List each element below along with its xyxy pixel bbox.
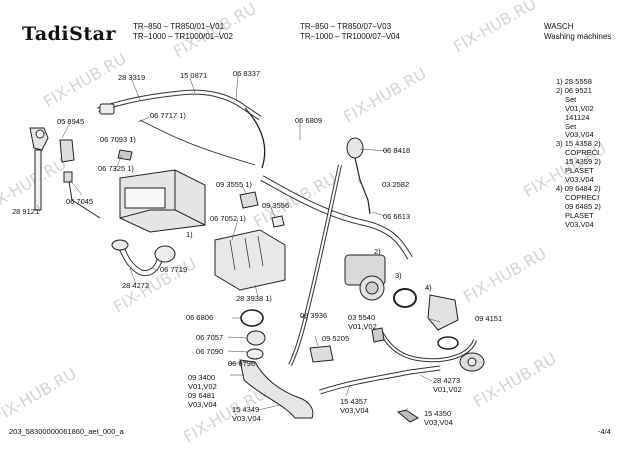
part-label: V03,V04 bbox=[188, 400, 217, 409]
part-label: V01,V02 bbox=[348, 322, 377, 331]
header-model-line: TR–850 – TR850/07–V03 bbox=[300, 22, 392, 31]
part-label: 06 7052 1) bbox=[210, 214, 246, 223]
detergent-drawer bbox=[214, 229, 286, 291]
check-valve bbox=[246, 330, 266, 346]
clamp bbox=[117, 149, 133, 161]
part-label: V03,V04 bbox=[424, 418, 453, 427]
part-label: 06 7057 bbox=[196, 333, 224, 342]
part-label: 4) bbox=[425, 283, 432, 292]
part-label: 15 4350 bbox=[424, 409, 452, 418]
part-label: 09 3555 1) bbox=[216, 180, 252, 189]
legend-line: 141124 bbox=[565, 112, 590, 122]
footer-doc-id: 203_58300000061860_aet_000_a bbox=[9, 427, 124, 436]
part-label: 06 7093 1) bbox=[100, 135, 136, 144]
heater-clip bbox=[371, 327, 385, 343]
part-label: 06 7090 bbox=[196, 347, 224, 356]
part-label: 06 6806 bbox=[186, 313, 214, 322]
part-label: 15 4357 bbox=[340, 397, 368, 406]
legend-line: 15 4359 2) bbox=[565, 157, 601, 167]
legend-line: 2) 06 9521 bbox=[556, 85, 592, 95]
part-label: 28 4272 bbox=[122, 281, 150, 290]
legend-line: V03,V04 bbox=[565, 219, 594, 229]
header-model-line: TR–1000 – TR1000/01–V02 bbox=[133, 32, 233, 41]
part-label: 09 6481 bbox=[188, 391, 216, 400]
part-label: 09 4151 bbox=[475, 314, 503, 323]
screw bbox=[396, 409, 419, 423]
pump-filter bbox=[427, 294, 459, 331]
part-label: 06 6613 bbox=[383, 212, 411, 221]
part-label: 03 2582 bbox=[382, 180, 410, 189]
part-label: 28 3938 1) bbox=[236, 294, 272, 303]
legend-line: PLASET bbox=[565, 166, 594, 176]
part-label: 05 8945 bbox=[57, 117, 85, 126]
part-label: 09 3556 bbox=[262, 201, 290, 210]
part-label: V03,V04 bbox=[340, 406, 369, 415]
part-label: 06 7045 bbox=[66, 197, 94, 206]
brand-logo: TadiStar bbox=[22, 23, 116, 45]
legend-line: PLASET bbox=[565, 210, 594, 220]
part-label: 3) bbox=[395, 271, 402, 280]
part-label: 2) bbox=[374, 247, 381, 256]
part-label: 1) bbox=[186, 230, 193, 239]
ground-cable bbox=[244, 107, 266, 169]
legend-line: 3) 15 4358 2) bbox=[556, 139, 601, 149]
ball-valve bbox=[246, 348, 264, 360]
part-label: 06 6809 bbox=[295, 116, 323, 125]
legend-line: V01,V02 bbox=[565, 103, 594, 113]
legend-line: COPRECI bbox=[565, 148, 600, 158]
legend-line: 1) 28 5558 bbox=[556, 77, 592, 86]
hose-connector-small bbox=[309, 345, 334, 363]
part-label: 09 5205 bbox=[322, 334, 350, 343]
part-label: V01,V02 bbox=[188, 382, 217, 391]
header-models-col2: TR–850 – TR850/07–V03 TR–1000 – TR1000/0… bbox=[300, 22, 400, 42]
hose-connector bbox=[99, 103, 115, 115]
wire bbox=[139, 119, 256, 166]
header-models-col1: TR–850 – TR850/01–V01 TR–1000 – TR1000/0… bbox=[133, 22, 233, 42]
header-category: WASCH Washing machines bbox=[544, 22, 611, 42]
header-model-line: TR–1000 – TR1000/07–V04 bbox=[300, 32, 400, 41]
pressure-switch bbox=[346, 137, 364, 159]
category-de: WASCH bbox=[544, 22, 574, 31]
part-label: 06 7717 1) bbox=[150, 111, 186, 120]
part-label: 06 8418 bbox=[383, 146, 411, 155]
category-en: Washing machines bbox=[544, 32, 612, 41]
part-label: 15 0871 bbox=[180, 71, 208, 80]
part-label: V01,V02 bbox=[433, 385, 462, 394]
legend-line: V03,V04 bbox=[565, 174, 594, 184]
header-model-line: TR–850 – TR850/01–V01 bbox=[133, 22, 225, 31]
legend-line: 4) 09 6484 2) bbox=[556, 183, 601, 193]
legend: 1) 28 5558 2) 06 9521 Set V01,V02 141124… bbox=[556, 77, 601, 229]
part-label: V03,V04 bbox=[232, 414, 261, 423]
part-label: 06 7325 1) bbox=[98, 164, 134, 173]
part-label: 09 3400 bbox=[188, 373, 216, 382]
footer-page-number: -4/4 bbox=[598, 427, 611, 436]
legend-line: Set bbox=[565, 121, 577, 131]
valve-hose bbox=[34, 149, 42, 211]
seal-ring bbox=[393, 288, 417, 308]
pressure-tube bbox=[354, 157, 371, 215]
part-label: 03 5540 bbox=[348, 313, 376, 322]
solenoid-valve bbox=[59, 139, 75, 163]
legend-line: Set bbox=[565, 94, 577, 104]
part-label: 06 8337 bbox=[233, 69, 261, 78]
part-label: 28 9121 bbox=[12, 207, 40, 216]
sump-seal bbox=[240, 309, 264, 327]
legend-line: COPRECI bbox=[565, 192, 600, 202]
part-label: 06 6796 bbox=[228, 359, 256, 368]
o-ring bbox=[437, 336, 459, 350]
legend-line: V03,V04 bbox=[565, 130, 594, 140]
legend-line: 09 6485 2) bbox=[565, 201, 601, 211]
siphon-cap bbox=[239, 191, 259, 209]
part-label: 28 3319 bbox=[118, 73, 146, 82]
part-label: 06 7719 bbox=[160, 265, 188, 274]
small-cap bbox=[271, 215, 285, 228]
part-label: 09 3936 bbox=[300, 311, 328, 320]
part-label: 28 4273 bbox=[433, 376, 461, 385]
sump-elbow bbox=[239, 359, 314, 419]
cable-lower-left bbox=[67, 174, 101, 219]
part-label: 15 4349 bbox=[232, 405, 260, 414]
